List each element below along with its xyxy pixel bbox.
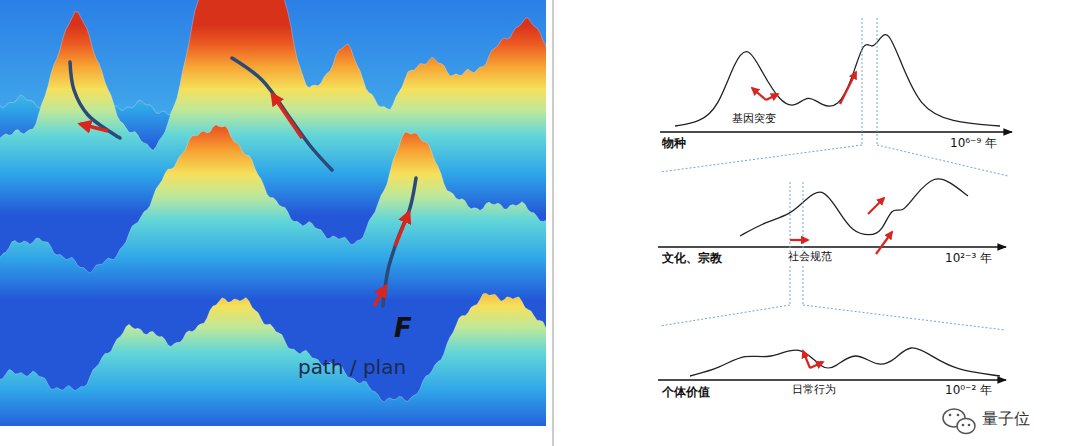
- zoom-guide: [803, 305, 1005, 330]
- fitness-curve: [690, 348, 1000, 376]
- zoom-guide: [862, 18, 863, 145]
- direction-arrow: [272, 94, 302, 138]
- time-axis: [658, 246, 1006, 248]
- trajectory-path: [383, 178, 416, 306]
- timescale-label: 10⁰⁻² 年: [945, 384, 992, 398]
- change-arrow: [803, 351, 810, 368]
- trajectory-path: [70, 62, 120, 138]
- change-arrow: [876, 232, 892, 254]
- change-arrow: [840, 72, 856, 104]
- terrain-ridge: [0, 293, 546, 426]
- behavior-label: 日常行为: [790, 384, 838, 397]
- direction-arrow: [395, 212, 409, 246]
- fitness-curve: [675, 35, 1000, 126]
- fitness-curve: [740, 179, 968, 236]
- terrain-map: [0, 0, 546, 426]
- change-arrow: [868, 198, 884, 214]
- zoom-guide: [660, 145, 862, 172]
- change-arrow: [790, 239, 808, 241]
- path-label: path / plan: [298, 356, 406, 379]
- change-arrow: [766, 94, 778, 100]
- zoom-guide: [877, 18, 878, 145]
- force-symbol: F: [394, 314, 412, 344]
- wechat-icon: [943, 409, 975, 434]
- time-axis: [660, 131, 1012, 133]
- mutation-label: 基因突变: [730, 113, 778, 126]
- zoom-guide: [803, 182, 804, 305]
- watermark: 量子位: [982, 410, 1030, 428]
- divider-line: [552, 0, 554, 446]
- time-axis: [658, 379, 1006, 381]
- direction-arrow: [374, 286, 386, 306]
- timescale-label: 10²⁻³ 年: [945, 252, 992, 266]
- timescale-label: 10⁶⁻⁹ 年: [950, 137, 997, 151]
- change-arrow: [810, 362, 823, 368]
- change-arrow: [752, 88, 766, 100]
- terrain-ridge: [0, 125, 546, 426]
- level-label: 物种: [662, 137, 686, 151]
- terrain-ridge: [0, 0, 546, 426]
- level-label: 个体价值: [662, 386, 710, 400]
- trajectory-path: [232, 58, 332, 170]
- zoom-guide: [790, 182, 791, 305]
- direction-arrow: [80, 124, 108, 131]
- zoom-guide: [660, 305, 790, 326]
- norm-label: 社会规范: [786, 251, 834, 264]
- level-label: 文化、宗教: [662, 252, 722, 266]
